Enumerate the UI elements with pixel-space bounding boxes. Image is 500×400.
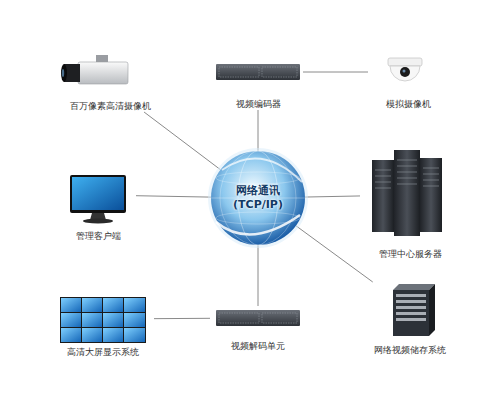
- hd-camera-icon-part: [78, 62, 128, 84]
- server-towers-icon-part-part: [397, 172, 417, 173]
- server-node: 管理中心服务器: [360, 146, 460, 260]
- server-towers-icon-part: [420, 158, 442, 232]
- storage-tower-icon: [393, 284, 435, 336]
- globe-icon-part: [216, 215, 300, 234]
- globe-icon: [208, 148, 308, 248]
- globe-icon-part: [216, 172, 300, 184]
- network-link: [154, 318, 210, 319]
- server-towers-icon-part-part: [423, 186, 439, 187]
- network-link: [303, 72, 368, 73]
- video-wall-icon-part-part: [82, 328, 102, 342]
- node-label: 模拟摄像机: [386, 99, 431, 110]
- node-label: 视频解码单元: [231, 341, 285, 352]
- dome-camera-icon: [388, 58, 422, 81]
- storage-tower-icon-part-part: [396, 294, 426, 297]
- encoder-rack-icon-part: [219, 67, 259, 77]
- hd-camera-icon-part: [96, 55, 108, 62]
- node-label: 管理中心服务器: [379, 249, 442, 260]
- server-towers-icon-part-part: [423, 180, 439, 181]
- node-label: 网络通讯 (TCP/IP): [227, 184, 289, 212]
- server-towers-icon-part-part: [423, 168, 439, 169]
- video-wall-icon-part-part: [103, 313, 123, 327]
- storage-node: 网络视频储存系统: [362, 282, 458, 356]
- decoder-rack-icon: [216, 310, 300, 326]
- dome-camera-icon-part: [403, 70, 406, 73]
- decoder-rack-icon-part: [216, 310, 300, 326]
- video-wall-icon-part-part: [103, 328, 123, 342]
- globe-icon-part: [222, 158, 302, 182]
- server-towers-icon-part-part: [375, 176, 391, 177]
- video-wall-icon-part-part: [103, 298, 123, 312]
- storage-tower-icon-part-part: [396, 312, 426, 315]
- storage-tower-icon-part: [396, 294, 426, 321]
- globe-icon-part: [211, 151, 305, 245]
- video-wall-icon-part-part: [124, 313, 145, 327]
- video-wall-icon-part-part: [124, 328, 145, 342]
- server-towers-icon-part: [394, 150, 420, 236]
- server-towers-icon: [372, 150, 442, 236]
- node-label: 视频编码器: [236, 99, 281, 110]
- node-label: 管理客户端: [76, 231, 121, 242]
- video-wall-icon-part-part: [61, 328, 81, 342]
- server-towers-icon-part-part: [375, 182, 391, 183]
- encoder-rack-icon-part: [262, 67, 297, 77]
- server-towers-icon-part-part: [397, 178, 417, 179]
- server-towers-icon-part: [375, 160, 439, 188]
- node-label: 网络视频储存系统: [374, 345, 446, 356]
- hd-camera-icon-part: [62, 69, 64, 77]
- encoder-rack-icon-part: [216, 64, 300, 80]
- dome-camera-icon-part: [390, 66, 420, 81]
- storage-tower-icon-part-part: [396, 306, 426, 309]
- network-link: [136, 196, 211, 197]
- storage-tower-icon-part: [429, 284, 435, 336]
- decoder-rack-icon-part: [262, 313, 297, 323]
- monitor-icon-part: [70, 175, 126, 213]
- network-link: [258, 245, 259, 306]
- video-wall-icon-part: [61, 298, 145, 342]
- camera-node: 百万像素高清摄像机: [55, 52, 165, 112]
- network-link: [296, 226, 373, 282]
- node-label: 高清大屏显示系统: [67, 347, 139, 358]
- server-towers-icon-part-part: [397, 184, 417, 185]
- server-towers-icon-part-part: [375, 188, 391, 189]
- network-link: [258, 110, 259, 151]
- video-wall-icon-part-part: [124, 298, 145, 312]
- storage-tower-icon-part-part: [396, 318, 426, 321]
- dome-camera-icon-part: [400, 67, 410, 77]
- server-towers-icon-part-part: [397, 160, 417, 161]
- server-towers-icon-part-part: [375, 170, 391, 171]
- monitor-icon-part: [72, 177, 124, 210]
- globe-icon-part: [208, 148, 308, 248]
- monitor-icon: [70, 175, 126, 224]
- node-label: 百万像素高清摄像机: [70, 101, 151, 112]
- dome-camera-icon-part: [388, 58, 422, 66]
- storage-tower-icon-part-part: [396, 300, 426, 303]
- storage-tower-icon-part: [393, 284, 435, 290]
- encoder-node: 视频编码器: [213, 60, 303, 110]
- network-link: [144, 112, 220, 170]
- storage-tower-icon-part: [393, 290, 429, 336]
- server-towers-icon-part-part: [423, 174, 439, 175]
- video-wall-icon-part: [60, 297, 146, 343]
- video-wall-icon: [60, 297, 146, 343]
- network-link: [305, 196, 360, 197]
- video-wall-icon-part-part: [82, 313, 102, 327]
- server-towers-icon-part: [372, 160, 394, 232]
- decoder-rack-icon-part: [219, 313, 259, 323]
- network-hub: 网络通讯 (TCP/IP): [210, 150, 306, 246]
- server-towers-icon-part-part: [397, 166, 417, 167]
- monitor-icon-part: [83, 219, 113, 224]
- video-wall-icon-part-part: [61, 298, 81, 312]
- decoder-node: 视频解码单元: [210, 306, 306, 352]
- display-node: 高清大屏显示系统: [52, 294, 154, 358]
- client-node: 管理客户端: [60, 172, 136, 242]
- video-wall-icon-part-part: [82, 298, 102, 312]
- hd-camera-icon: [61, 55, 128, 84]
- video-wall-icon-part-part: [61, 313, 81, 327]
- hd-camera-icon-part: [61, 64, 67, 82]
- encoder-rack-icon: [216, 64, 300, 80]
- camera-node: 模拟摄像机: [368, 55, 448, 110]
